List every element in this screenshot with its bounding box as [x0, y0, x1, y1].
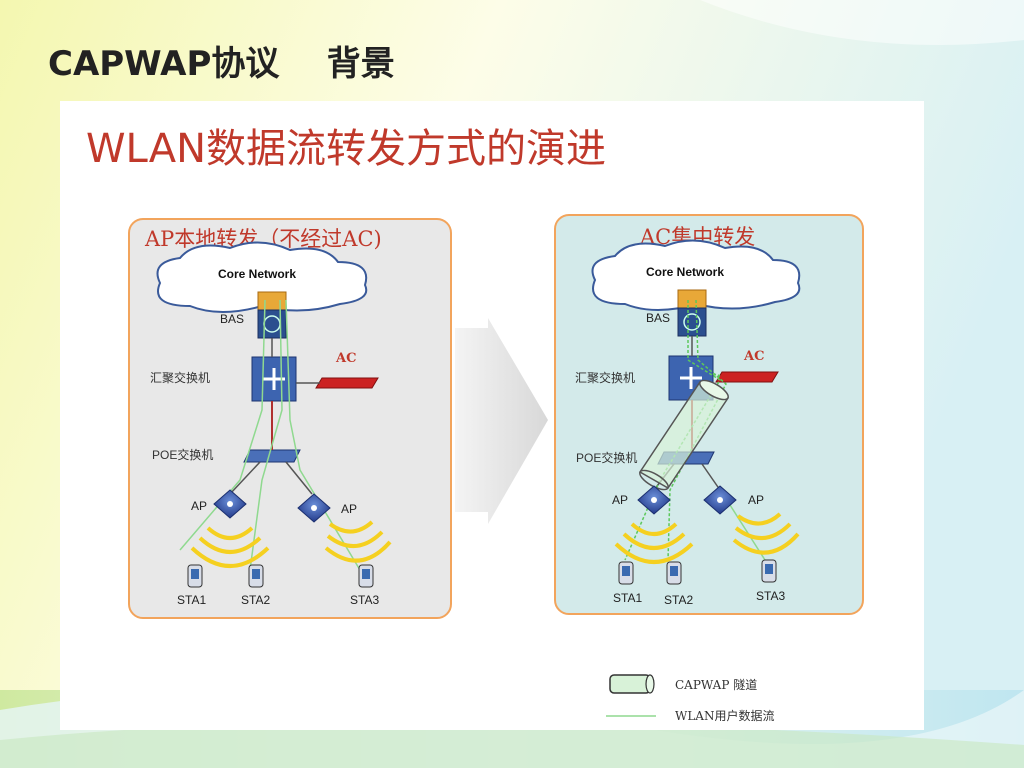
right-data-flow — [667, 299, 727, 561]
capwap-tunnel — [638, 379, 730, 491]
access-point-icon — [703, 485, 737, 515]
mobile-phone-icon — [761, 559, 777, 583]
legend-tunnel-swatch — [609, 674, 655, 694]
left-agg-switch-label: 汇聚交换机 — [150, 370, 210, 385]
right-sta3-label: STA3 — [756, 589, 785, 603]
arrow-right-icon — [455, 318, 548, 524]
left-data-flow — [249, 299, 283, 571]
right-agg-switch-label: 汇聚交换机 — [575, 370, 635, 385]
right-panel: AC集中转发 Core Network BAS 汇聚交换机 AC POE交换机 — [554, 214, 864, 615]
access-point-icon — [297, 493, 331, 523]
access-point-icon — [637, 485, 671, 515]
mobile-phone-icon — [248, 564, 264, 588]
mobile-phone-icon — [618, 561, 634, 585]
left-panel: AP本地转发（不经过AC) Core Network BAS 汇聚交换机 AC … — [128, 218, 452, 619]
right-ap2-label: AP — [748, 493, 764, 507]
left-sta2-label: STA2 — [241, 593, 270, 607]
right-ac-label: AC — [743, 349, 764, 364]
legend-tunnel-label: CAPWAP 隧道 — [675, 677, 757, 692]
left-ap2-label: AP — [341, 502, 357, 516]
right-sta1-label: STA1 — [613, 591, 642, 605]
mobile-phone-icon — [187, 564, 203, 588]
right-ap1-label: AP — [612, 493, 628, 507]
wifi-signal-icon — [324, 520, 392, 563]
wifi-signal-icon — [190, 526, 270, 568]
ac-device-icon — [715, 371, 779, 383]
wifi-signal-icon — [614, 522, 694, 564]
left-ap1-label: AP — [191, 499, 207, 513]
mobile-phone-icon — [666, 561, 682, 585]
legend-flow-label: WLAN用户数据流 — [675, 708, 774, 723]
left-bas-label: BAS — [220, 312, 244, 326]
router-icon — [677, 289, 707, 337]
left-core-network-label: Core Network — [218, 267, 296, 281]
main-title: WLAN数据流转发方式的演进 — [86, 126, 606, 172]
switch-icon — [243, 449, 301, 463]
mobile-phone-icon — [358, 564, 374, 588]
right-sta2-label: STA2 — [664, 593, 693, 607]
access-point-icon — [213, 489, 247, 519]
slide-title: CAPWAP协议 背景 — [48, 44, 395, 84]
right-core-network-label: Core Network — [646, 265, 724, 279]
left-sta1-label: STA1 — [177, 593, 206, 607]
left-data-flow — [179, 299, 266, 551]
cloud-icon — [156, 241, 368, 313]
wifi-signal-icon — [732, 512, 800, 555]
left-ac-label: AC — [335, 351, 356, 366]
legend: CAPWAP 隧道 WLAN用户数据流 — [606, 674, 774, 723]
right-poe-switch-label: POE交换机 — [576, 450, 637, 465]
router-icon — [257, 291, 287, 339]
right-data-flow — [624, 300, 722, 561]
right-bas-label: BAS — [646, 311, 670, 325]
ac-device-icon — [315, 377, 379, 389]
left-sta3-label: STA3 — [350, 593, 379, 607]
cloud-icon — [591, 239, 801, 311]
left-poe-switch-label: POE交换机 — [152, 447, 213, 462]
left-data-flow — [285, 299, 361, 571]
